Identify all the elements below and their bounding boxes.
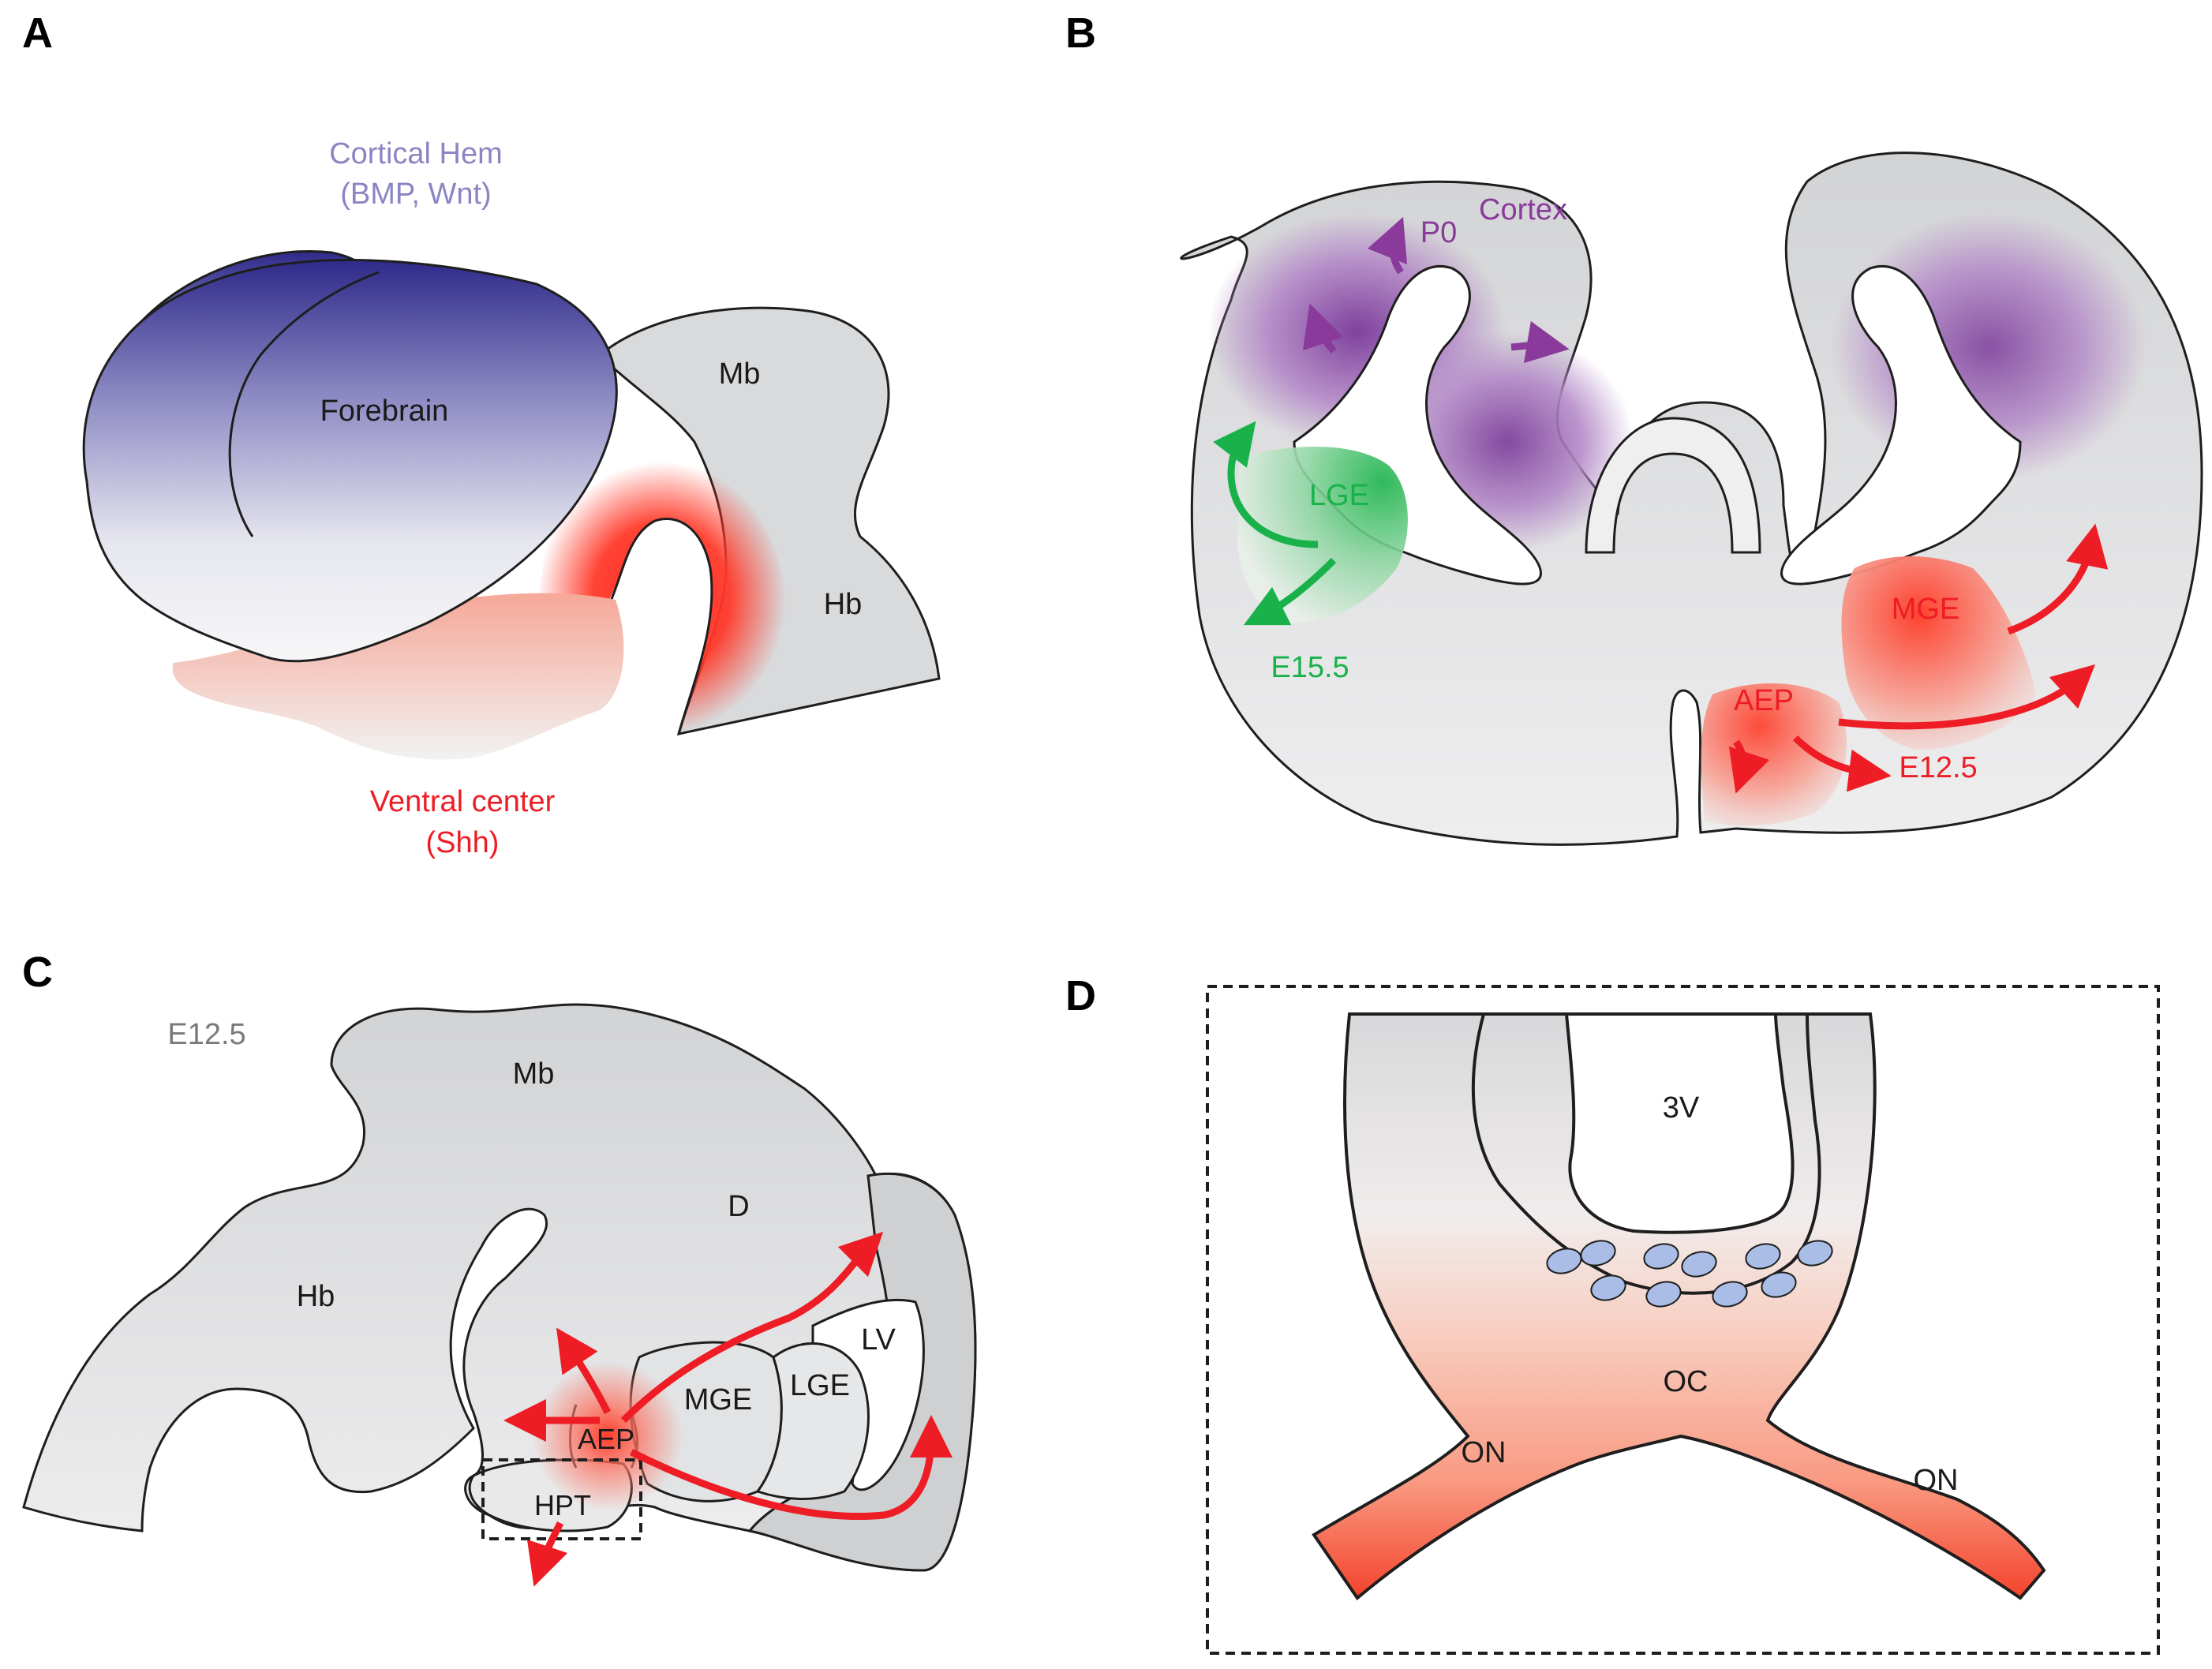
arrow-cortex-3 [1510, 320, 1570, 364]
label-p0: P0 [1420, 216, 1457, 249]
label-d-c: D [728, 1190, 749, 1223]
label-mb-a: Mb [719, 357, 761, 391]
label-on-left: ON [1462, 1436, 1506, 1469]
label-e155: E15.5 [1271, 651, 1349, 684]
panel-d: D 3V OC ON ON [1065, 972, 2160, 1655]
panel-a: A Cortical Hem (BMP, Wnt) Forebrain Mb H… [22, 9, 941, 859]
panel-letter-c: C [22, 949, 53, 996]
label-aep-b: AEP [1734, 684, 1794, 717]
label-3v: 3V [1663, 1091, 1700, 1125]
lge-eminence [755, 1342, 870, 1500]
arrow-lge-down [1243, 557, 1337, 626]
cell [1745, 1243, 1781, 1270]
panel-letter-a: A [22, 9, 53, 57]
cell [1797, 1240, 1833, 1267]
label-mge-c: MGE [684, 1383, 753, 1416]
third-ventricle [1564, 1012, 1795, 1234]
panel-b: B P0 Cortex LGE E15.5 MGE A [1065, 9, 2203, 846]
arrow-c-down [526, 1521, 568, 1587]
cell [1590, 1274, 1626, 1301]
label-lv: LV [861, 1323, 896, 1357]
mge-region [1841, 556, 2036, 750]
label-hb-c: Hb [297, 1280, 335, 1313]
hemisphere-split-line [228, 271, 380, 537]
arrow-c-up [556, 1327, 612, 1415]
shh-arc-outline [598, 518, 713, 735]
label-e125-b: E12.5 [1899, 751, 1977, 784]
arrow-aep-short [1792, 735, 1892, 792]
label-stage-c: E12.5 [167, 1018, 245, 1051]
arrow-aep-down [1728, 739, 1770, 794]
inset-frame [1206, 985, 2160, 1655]
panel-letter-b: B [1065, 9, 1096, 57]
cell [1645, 1281, 1682, 1308]
label-cortex: Cortex [1479, 193, 1567, 226]
cell [1712, 1281, 1748, 1308]
hpt-inset-box [481, 1458, 642, 1540]
label-mge-b: MGE [1892, 593, 1960, 626]
shh-gradient-arc [537, 462, 786, 734]
label-lge-b: LGE [1309, 479, 1369, 512]
label-on-right: ON [1914, 1464, 1959, 1497]
label-bmp-wnt: (BMP, Wnt) [340, 178, 491, 211]
label-cortical-hem: Cortical Hem [329, 137, 503, 170]
arrow-cortex-1 [1367, 216, 1408, 275]
cell [1761, 1271, 1797, 1298]
arrow-lge-up [1213, 421, 1319, 548]
central-arch [1585, 417, 1761, 554]
label-hpt: HPT [534, 1489, 591, 1521]
ventricle-right [1780, 265, 2022, 586]
label-ventral-center: Ventral center [370, 785, 556, 818]
arrow-c-to-lv [629, 1415, 953, 1521]
cell [1681, 1251, 1717, 1278]
label-aep-c: AEP [578, 1423, 634, 1455]
label-shh: (Shh) [426, 826, 500, 859]
label-hb-a: Hb [824, 588, 863, 621]
arrow-aep-long [1838, 664, 2095, 730]
label-forebrain: Forebrain [320, 395, 449, 428]
arrow-cortex-2 [1302, 303, 1344, 354]
arrow-mge-up [2007, 523, 2109, 635]
lge-region [1237, 447, 1408, 623]
cell [1643, 1243, 1679, 1270]
midbrain-hindbrain-shape [597, 306, 941, 735]
panel-letter-d: D [1065, 972, 1096, 1020]
label-oc: OC [1664, 1365, 1709, 1398]
label-mb-c: Mb [513, 1057, 555, 1091]
cell [1580, 1240, 1616, 1267]
panel-c: C E12.5 Mb D Hb LV MGE LGE AEP HPT [22, 949, 977, 1587]
inner-wall-outline [1471, 1013, 1821, 1295]
hemisphere-front [82, 259, 618, 663]
ventral-center-shape [172, 593, 624, 760]
neuron-cluster [1546, 1240, 1833, 1308]
label-lge-c: LGE [790, 1369, 850, 1402]
arrow-c-to-d [620, 1231, 884, 1424]
hypothalamus-shape [1312, 1012, 2046, 1600]
